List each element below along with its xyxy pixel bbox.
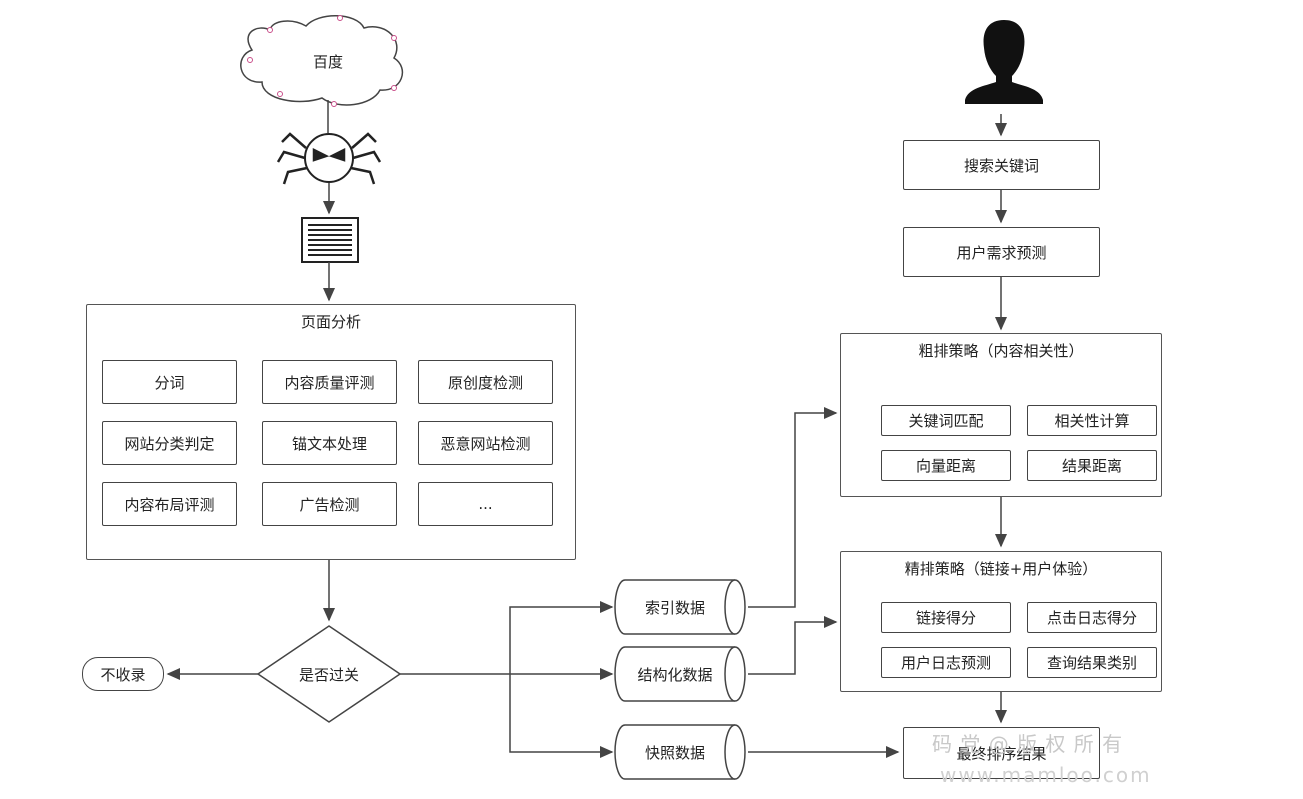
db-index-label: 索引数据 bbox=[644, 599, 705, 617]
cell-site-classification: 网站分类判定 bbox=[102, 421, 237, 465]
cell-relevance-calc: 相关性计算 bbox=[1027, 405, 1157, 436]
cell-query-result-category: 查询结果类别 bbox=[1027, 647, 1157, 678]
cell-user-log-predict: 用户日志预测 bbox=[881, 647, 1011, 678]
database-icon bbox=[614, 579, 746, 780]
cell-link-score: 链接得分 bbox=[881, 602, 1011, 633]
cloud-icon bbox=[240, 15, 404, 107]
reject-node: 不收录 bbox=[82, 657, 164, 691]
decision-label: 是否过关 bbox=[298, 666, 359, 684]
decision-diamond bbox=[256, 625, 402, 723]
spider-icon bbox=[276, 132, 382, 185]
cell-click-log-score: 点击日志得分 bbox=[1027, 602, 1157, 633]
cell-anchor-text: 锚文本处理 bbox=[262, 421, 397, 465]
cell-result-distance: 结果距离 bbox=[1027, 450, 1157, 481]
search-keyword-box: 搜索关键词 bbox=[903, 140, 1100, 190]
db-structured-label: 结构化数据 bbox=[637, 666, 713, 684]
document-icon bbox=[301, 217, 359, 263]
page-analysis-title: 页面分析 bbox=[300, 313, 361, 331]
coarse-ranking-title: 粗排策略（内容相关性） bbox=[918, 342, 1084, 360]
user-icon bbox=[965, 20, 1043, 104]
cell-malicious-site: 恶意网站检测 bbox=[418, 421, 553, 465]
cell-layout: 内容布局评测 bbox=[102, 482, 237, 526]
cell-more: ... bbox=[418, 482, 553, 526]
user-need-box: 用户需求预测 bbox=[903, 227, 1100, 277]
cloud-label: 百度 bbox=[312, 53, 343, 71]
watermark-url: www.mamloo.com bbox=[940, 763, 1152, 787]
cell-vector-distance: 向量距离 bbox=[881, 450, 1011, 481]
cell-ads: 广告检测 bbox=[262, 482, 397, 526]
fine-ranking-title: 精排策略（链接+用户体验） bbox=[904, 560, 1098, 578]
final-ranking-box: 最终排序结果 bbox=[903, 727, 1100, 779]
cell-segmentation: 分词 bbox=[102, 360, 237, 404]
cell-originality: 原创度检测 bbox=[418, 360, 553, 404]
watermark-text: 码 党 @ 版 权 所 有 bbox=[932, 732, 1124, 756]
cell-content-quality: 内容质量评测 bbox=[262, 360, 397, 404]
db-snapshot-label: 快照数据 bbox=[644, 744, 705, 762]
cell-keyword-match: 关键词匹配 bbox=[881, 405, 1011, 436]
